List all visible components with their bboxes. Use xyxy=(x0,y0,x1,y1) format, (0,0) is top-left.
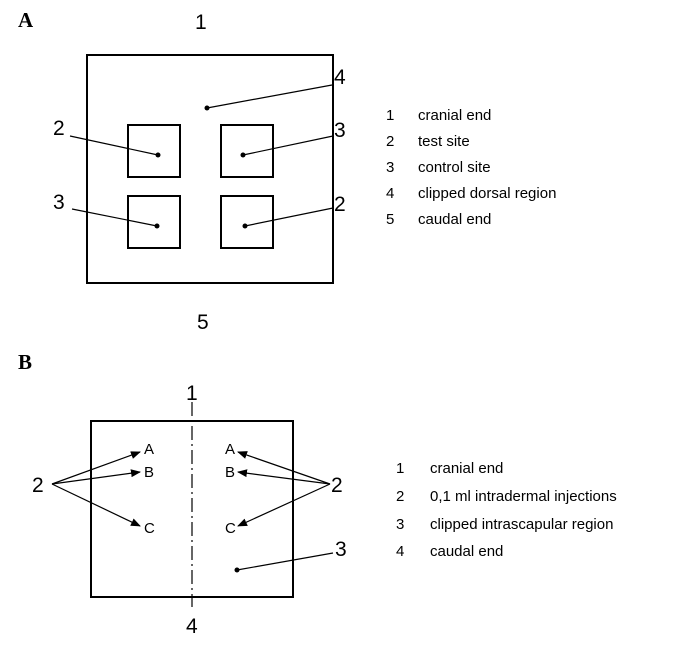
callout-line-4 xyxy=(206,84,333,109)
site-left-a: A xyxy=(144,441,154,458)
legend-a-num-5: 5 xyxy=(386,211,394,228)
legend-a-num-2: 2 xyxy=(386,133,394,150)
legend-b-num-1: 1 xyxy=(396,460,404,477)
legend-a: 1 cranial end 2 test site 3 control site… xyxy=(386,107,556,228)
callout-dot-2-lower xyxy=(242,223,248,229)
callout-line-3-lower xyxy=(71,208,158,227)
legend-a-num-4: 4 xyxy=(386,185,394,202)
legend-b: 1 cranial end 2 0,1 ml intradermal injec… xyxy=(396,460,617,560)
panel-a: A 1 4 2 3 3 2 5 1 cranial end 2 test sit… xyxy=(18,8,556,334)
legend-b-num-3: 3 xyxy=(396,516,404,533)
callout-dot-region xyxy=(234,567,240,573)
panel-b-label: B xyxy=(18,350,32,374)
callout-region: 3 xyxy=(335,538,347,561)
site-box-lower-right xyxy=(220,195,274,249)
site-box-lower-left xyxy=(127,195,181,249)
site-box-upper-right xyxy=(220,124,274,178)
legend-a-text-4: clipped dorsal region xyxy=(418,185,556,202)
callout-injections-left: 2 xyxy=(32,474,44,497)
callout-injections-right: 2 xyxy=(331,474,343,497)
arrow-right-c xyxy=(237,483,331,527)
callout-line-3-upper xyxy=(242,135,334,156)
site-box-upper-left xyxy=(127,124,181,178)
legend-b-text-2: 0,1 ml intradermal injections xyxy=(430,488,617,505)
callout-control-site-upper: 3 xyxy=(334,119,346,142)
callout-line-2-upper xyxy=(69,135,159,156)
arrow-right-a xyxy=(237,451,331,485)
callout-caudal: 5 xyxy=(197,311,209,334)
callout-dot-2-upper xyxy=(155,152,161,158)
callout-caudal-b: 4 xyxy=(186,615,198,638)
legend-b-text-3: clipped intrascapular region xyxy=(430,516,613,533)
site-left-c: C xyxy=(144,520,155,537)
arrow-left-c xyxy=(51,483,141,527)
panel-a-label: A xyxy=(18,8,34,32)
callout-dot-3-lower xyxy=(154,223,160,229)
legend-b-num-2: 2 xyxy=(396,488,404,505)
legend-b-num-4: 4 xyxy=(396,543,404,560)
dorsal-region-box xyxy=(86,54,334,284)
site-right-a: A xyxy=(225,441,235,458)
callout-line-region xyxy=(236,552,334,571)
callout-dot-3-upper xyxy=(240,152,246,158)
callout-test-site-lower: 2 xyxy=(334,193,346,216)
callout-dot-4 xyxy=(204,105,210,111)
callout-dorsal-region: 4 xyxy=(334,66,346,89)
site-right-c: C xyxy=(225,520,236,537)
arrow-right-b xyxy=(237,469,331,485)
site-left-b: B xyxy=(144,464,154,481)
arrow-left-b xyxy=(51,469,141,485)
callout-test-site-upper: 2 xyxy=(53,117,65,140)
legend-a-text-2: test site xyxy=(418,133,470,150)
legend-a-num-1: 1 xyxy=(386,107,394,124)
panel-b: B 1 4 A B C A B C 2 2 3 1 cranial end 2 … xyxy=(18,350,617,638)
callout-cranial-b: 1 xyxy=(186,382,198,405)
legend-a-num-3: 3 xyxy=(386,159,394,176)
callout-line-2-lower xyxy=(244,207,334,227)
legend-a-text-3: control site xyxy=(418,159,491,176)
legend-b-text-4: caudal end xyxy=(430,543,503,560)
callout-control-site-lower: 3 xyxy=(53,191,65,214)
site-right-b: B xyxy=(225,464,235,481)
legend-b-text-1: cranial end xyxy=(430,460,503,477)
callout-cranial: 1 xyxy=(195,11,207,34)
arrow-left-a xyxy=(51,451,141,485)
legend-a-text-1: cranial end xyxy=(418,107,491,124)
legend-a-text-5: caudal end xyxy=(418,211,491,228)
